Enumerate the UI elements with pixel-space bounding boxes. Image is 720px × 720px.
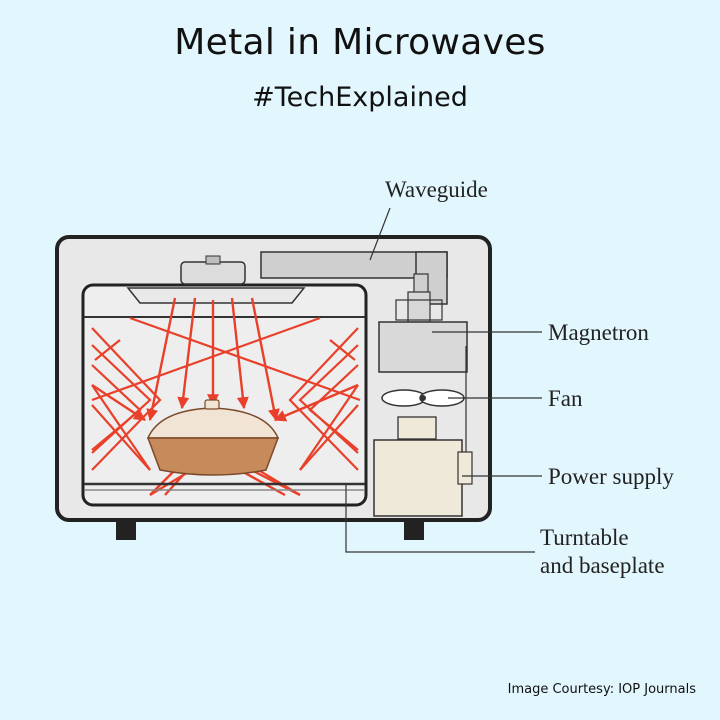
page-title: Metal in Microwaves [174,22,546,63]
ray [308,364,359,451]
ray [299,404,359,471]
image-credit: Image Courtesy: IOP Journals [507,682,696,697]
power-supply-box [457,451,473,485]
stirrer-motor [180,261,246,285]
dish-lid-knob [204,399,220,410]
ray [298,344,359,454]
page-subtitle: #TechExplained [252,82,468,113]
dish-bowl [146,437,280,476]
label-baseplate: and baseplate [540,553,665,578]
stirrer-cap [205,255,221,265]
magnetron [378,321,468,373]
ray [91,316,321,402]
ray-arrow [230,297,249,410]
label-magnetron: Magnetron [548,320,649,345]
microwave-arrows [91,297,359,497]
label-power-supply: Power supply [548,464,674,489]
ray [329,339,356,361]
ray-arrow [273,383,359,422]
ray-arrow [250,297,280,422]
ray [91,344,152,454]
ray [91,404,151,471]
ray [91,327,162,471]
magnetron-fins [395,299,443,321]
leader-turntable [345,484,535,553]
ray [91,384,151,471]
ray-arrow [177,297,197,410]
label-fan: Fan [548,386,583,411]
label-waveguide: Waveguide [385,177,488,202]
fan-icon [381,389,465,407]
stirrer-blade [126,287,306,304]
food-dish [146,399,280,476]
power-supply-cap [397,416,437,440]
power-supply [373,439,463,517]
ray [94,339,121,361]
ray-arrow [146,297,177,422]
oven-foot-right [404,518,424,540]
ray [288,327,359,471]
label-turntable: Turntable [540,525,629,550]
oven-foot-left [116,518,136,540]
leader-waveguide [369,207,391,261]
ray [299,384,359,471]
ray-arrow [91,383,147,422]
magnetron-antenna [407,291,431,323]
